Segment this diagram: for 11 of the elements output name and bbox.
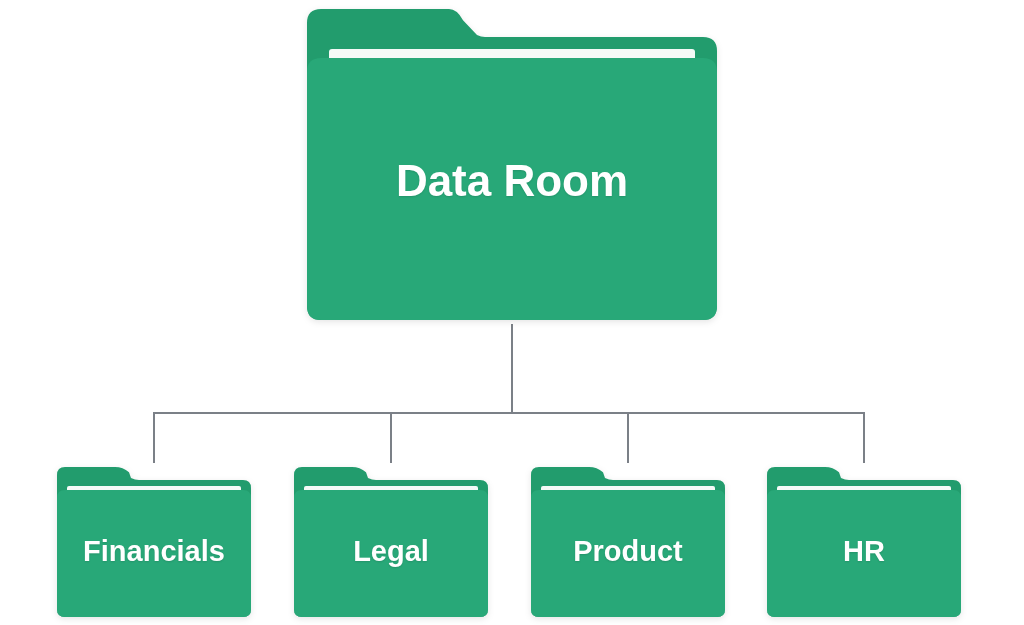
folder [767,467,961,617]
folder [57,467,251,617]
folder-label: Legal [353,534,429,567]
folder [307,9,717,320]
folder-label: Data Room [395,156,629,206]
folder-label: HR [843,534,885,567]
connector-line [511,323,865,464]
folder-label: Financials [83,534,225,567]
folder-label: Product [573,534,683,567]
folder [531,467,725,617]
folder [294,467,488,617]
